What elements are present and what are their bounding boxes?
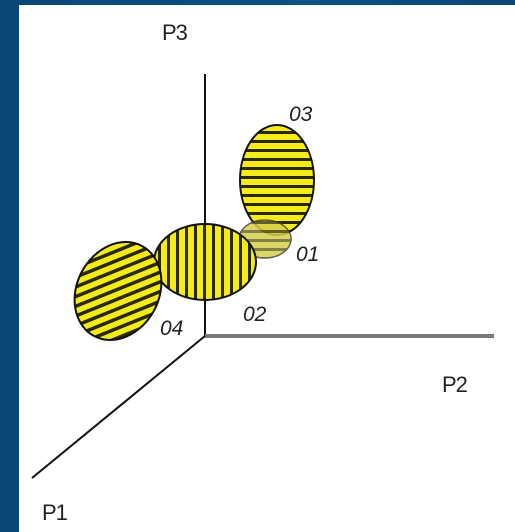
object-label-o2: 02 [243,303,267,326]
object-label-o3: 03 [289,103,313,126]
axis-label-p2: P2 [442,372,468,397]
ellipsoid-o2 [153,223,257,301]
axis-label-p1: P1 [42,500,68,525]
ellipsoid-o4 [73,241,163,341]
axis-p1-line [31,335,206,479]
object-label-o1: 01 [296,243,319,266]
ellipsoid-o3 [239,124,315,236]
axis-label-p3: P3 [162,20,188,45]
object-label-o4: 04 [160,317,183,340]
